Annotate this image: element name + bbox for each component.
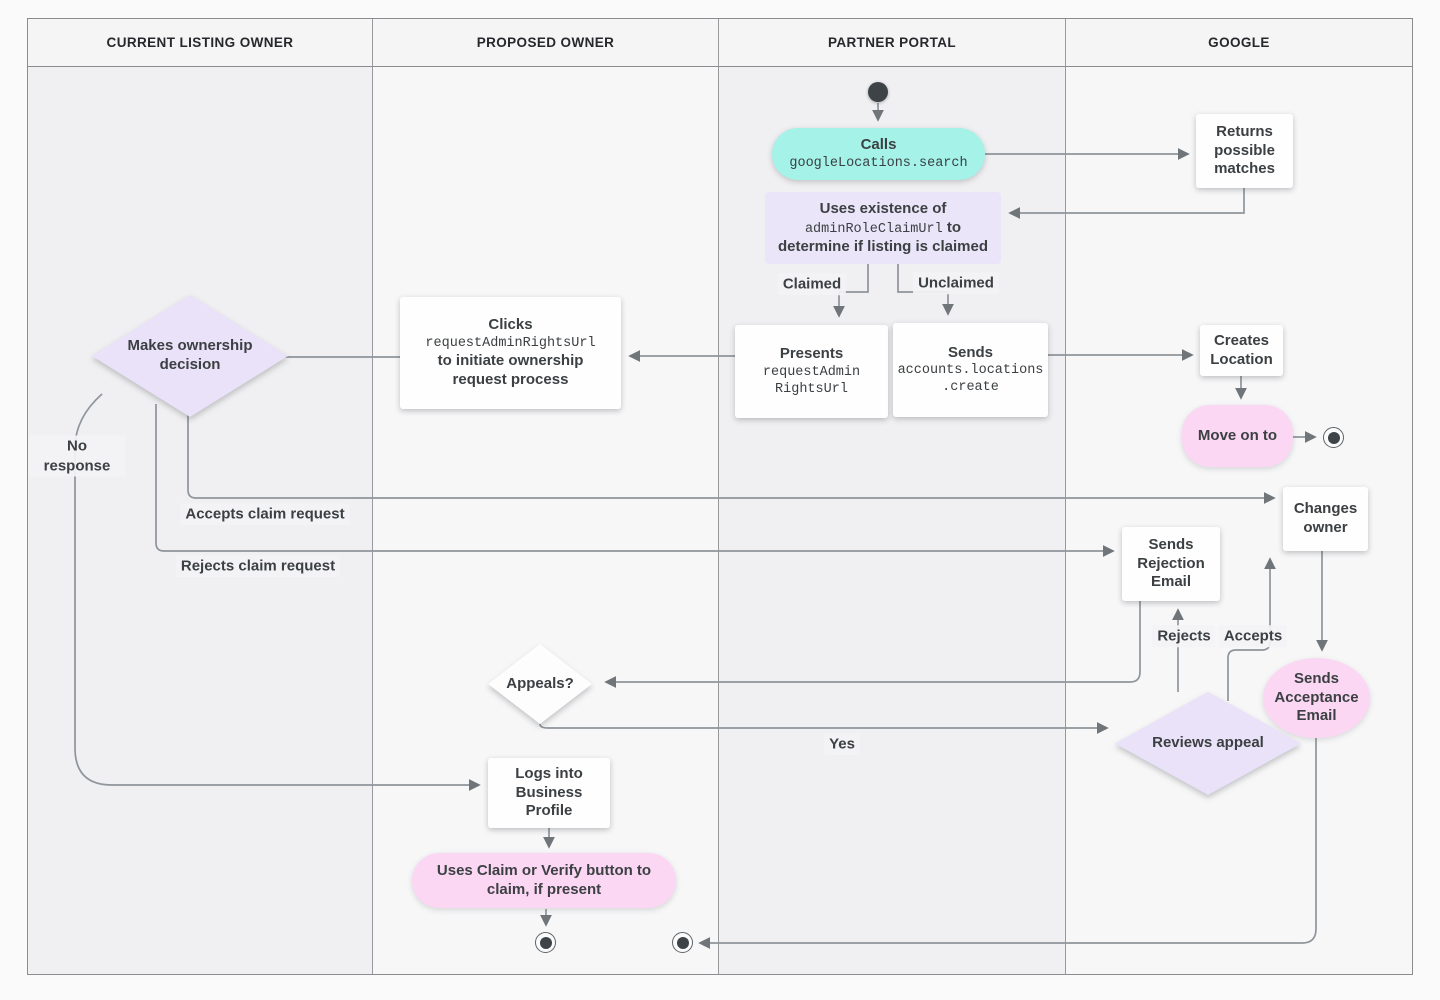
calls-google-locations-search-node: Calls googleLocations.search	[772, 128, 985, 180]
presents-request-admin-rights-url-node: Presents requestAdmin RightsUrl	[735, 325, 888, 418]
uses-claim-or-verify-label: Uses Claim or Verify button to claim, if…	[436, 861, 652, 898]
presents-code-line1: requestAdmin	[762, 364, 861, 380]
sends-create-code-line2: .create	[942, 380, 999, 396]
lane-proposed-owner	[373, 67, 719, 974]
end-node-acceptance-flow	[672, 932, 693, 953]
calls-code: googleLocations.search	[789, 155, 968, 171]
appeals-label: Appeals?	[488, 644, 592, 724]
start-node	[868, 82, 888, 102]
edge-label-accepts: Accepts	[1218, 625, 1288, 647]
move-on-to-label: Move on to	[1197, 426, 1278, 444]
presents-code-line2: RightsUrl	[775, 381, 848, 397]
returns-possible-matches-node: Returns possible matches	[1196, 114, 1293, 188]
clicks-line3: request process	[452, 370, 569, 388]
uses-existence-line1: Uses existence of	[819, 199, 947, 217]
lane-header-proposed-owner: PROPOSED OWNER	[373, 19, 719, 67]
reviews-appeal-diamond: Reviews appeal	[1115, 692, 1301, 795]
sends-acceptance-email-node: Sends Acceptance Email	[1263, 658, 1370, 738]
edge-label-rejects-claim-request: Rejects claim request	[175, 555, 341, 577]
edge-label-accepts-claim-request: Accepts claim request	[180, 503, 350, 525]
changes-owner-label: Changes owner	[1293, 500, 1358, 536]
sends-acceptance-email-label: Sends Acceptance Email	[1274, 669, 1359, 725]
logs-into-business-profile-label: Logs into Business Profile	[515, 764, 583, 820]
edge-label-yes: Yes	[824, 733, 860, 755]
makes-ownership-decision-diamond: Makes ownership decision	[92, 295, 288, 417]
edge-label-claimed: Claimed	[777, 273, 847, 295]
creates-location-node: Creates Location	[1200, 325, 1283, 376]
lane-header-current-listing-owner: CURRENT LISTING OWNER	[28, 19, 373, 67]
end-node-dot	[539, 936, 552, 949]
sends-rejection-email-node: Sends Rejection Email	[1122, 527, 1220, 601]
lane-header-google: GOOGLE	[1066, 19, 1412, 67]
end-node-dot	[676, 936, 689, 949]
presents-title: Presents	[779, 345, 844, 363]
clicks-line2: to initiate ownership	[437, 352, 584, 370]
clicks-code: requestAdminRightsUrl	[425, 336, 596, 352]
edge-label-unclaimed: Unclaimed	[913, 272, 999, 294]
uses-existence-line2: adminRoleClaimUrl to	[805, 219, 961, 238]
sends-rejection-email-label: Sends Rejection Email	[1137, 535, 1205, 591]
end-node-create-flow	[1323, 427, 1344, 448]
clicks-request-admin-rights-url-node: Clicks requestAdminRightsUrl to initiate…	[400, 297, 621, 409]
end-node-dot	[1327, 431, 1340, 444]
returns-possible-matches-label: Returns possible matches	[1214, 122, 1275, 178]
move-on-to-node: Move on to	[1182, 405, 1293, 467]
clicks-title: Clicks	[488, 316, 533, 334]
appeals-diamond: Appeals?	[488, 644, 592, 724]
uses-existence-code: adminRoleClaimUrl	[804, 221, 943, 237]
changes-owner-node: Changes owner	[1283, 487, 1368, 551]
sends-accounts-locations-create-node: Sends accounts.locations .create	[893, 323, 1048, 417]
logs-into-business-profile-node: Logs into Business Profile	[488, 758, 610, 828]
uses-existence-line3: determine if listing is claimed	[777, 237, 989, 255]
uses-existence-node: Uses existence of adminRoleClaimUrl to d…	[765, 192, 1001, 264]
uses-existence-suffix: to	[946, 218, 962, 236]
calls-title: Calls	[860, 136, 897, 154]
lane-header-partner-portal: PARTNER PORTAL	[719, 19, 1066, 67]
sends-create-code-line1: accounts.locations	[897, 363, 1044, 379]
uses-claim-or-verify-node: Uses Claim or Verify button to claim, if…	[412, 853, 676, 908]
sends-create-title: Sends	[947, 343, 993, 361]
edge-label-rejects: Rejects	[1152, 625, 1216, 647]
end-node-claim-flow	[535, 932, 556, 953]
creates-location-label: Creates Location	[1210, 331, 1273, 368]
edge-label-no-response: No response	[29, 435, 125, 477]
